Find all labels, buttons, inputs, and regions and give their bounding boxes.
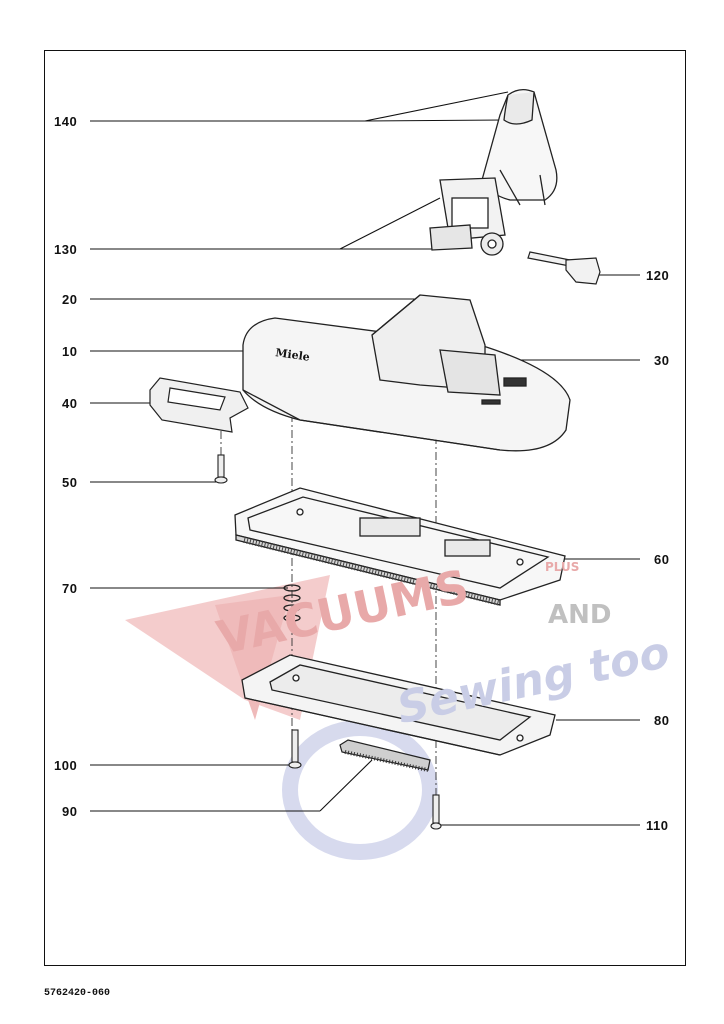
callout-10: 10	[62, 344, 78, 359]
callout-110: 110	[646, 818, 669, 833]
callout-30: 30	[654, 353, 670, 368]
callout-80: 80	[654, 713, 670, 728]
part-40-pedal	[149, 377, 249, 433]
part-130-connector	[429, 177, 506, 256]
callout-70: 70	[62, 581, 78, 596]
callout-130: 130	[54, 242, 78, 257]
watermark-plus: PLUS	[545, 560, 580, 574]
part-60-brush-plate	[234, 487, 566, 606]
leader-lines	[90, 91, 640, 826]
watermark-and: AND	[548, 600, 612, 630]
part-70-spring	[283, 584, 301, 622]
brand-logo: Miele	[275, 346, 311, 364]
part-80-base-plate	[241, 654, 556, 756]
part-10-housing	[242, 294, 571, 452]
callout-120: 120	[646, 268, 670, 283]
part-140-swivel-elbow	[481, 88, 558, 206]
callout-50: 50	[62, 475, 78, 490]
callout-20: 20	[62, 292, 78, 307]
part-100-screw	[288, 729, 302, 769]
part-110-screw	[430, 794, 442, 830]
part-50-screw	[214, 454, 228, 484]
callout-40: 40	[62, 396, 78, 411]
drawing-frame	[44, 50, 686, 966]
callout-100: 100	[54, 758, 78, 773]
callout-90: 90	[62, 804, 78, 819]
part-number: 5762420-060	[44, 988, 111, 999]
part-90-comb-strip	[339, 739, 431, 772]
part-120-axle-pin	[527, 251, 601, 285]
callout-60: 60	[654, 552, 670, 567]
callout-140: 140	[54, 114, 78, 129]
